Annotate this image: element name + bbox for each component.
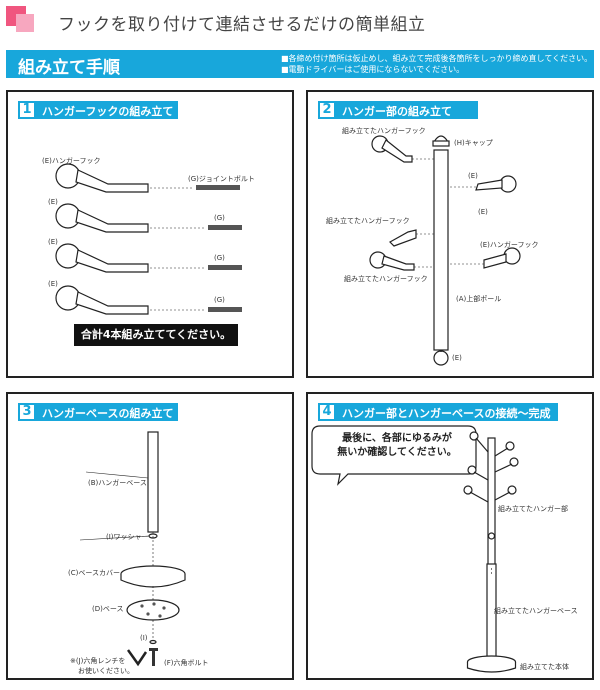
hanger-base-diagram xyxy=(79,431,186,667)
hanger-hook-label: (E)ハンガーフック xyxy=(480,241,539,249)
total-note: 合計4本組み立ててください。 xyxy=(74,324,238,346)
step-1-number: 1 xyxy=(18,101,36,119)
hanger-assembly-diagram xyxy=(369,135,521,366)
bolt-label-g: (G) xyxy=(214,214,225,222)
step-2-number: 2 xyxy=(318,101,336,119)
step-4-panel: 4 ハンガー部とハンガーベースの接続～完成 最後に、各部にゆるみが 無いか確認し… xyxy=(306,392,594,680)
bolt-label-g: (G) xyxy=(214,254,225,262)
base-cover-label: (C)ベースカバー xyxy=(68,569,120,577)
hex-bolt-label: (F)六角ボルト xyxy=(164,659,209,667)
hanger-base-label: (B)ハンガーベース xyxy=(88,479,147,487)
hook-label-e: (E) xyxy=(452,354,462,362)
completed-hanger xyxy=(463,431,519,673)
decorative-square-light xyxy=(16,14,34,32)
wrench-note-2: お使いください。 xyxy=(78,667,134,675)
step-3-title: ハンガーベースの組み立て xyxy=(42,407,174,420)
bubble-line-2: 無いか確認してください。 xyxy=(337,447,457,458)
step-2-header: 2 ハンガー部の組み立て xyxy=(318,101,478,119)
hook-label-e: (E) xyxy=(468,172,478,180)
wrench-note-1: ※(J)六角レンチを xyxy=(70,657,126,665)
top-title-bar: フックを取り付けて連結させるだけの簡単組立 xyxy=(0,0,600,44)
step-1-title: ハンガーフックの組み立て xyxy=(42,105,174,118)
washer-label: (I)ワッシャー xyxy=(106,533,149,541)
step-4-title: ハンガー部とハンガーベースの接続～完成 xyxy=(342,407,551,420)
washer-lower-label: (I) xyxy=(140,634,148,642)
joint-bolt-label: (G)ジョイントボルト xyxy=(188,175,255,183)
hook-label-e: (E) xyxy=(48,238,58,246)
step-2-title: ハンガー部の組み立て xyxy=(342,105,452,118)
section-banner: 組み立て手順 ■各締め付け箇所は仮止めし、組み立て完成後各箇所をしっかり締め直し… xyxy=(6,50,594,78)
cap-rim xyxy=(432,140,450,147)
hook-label-e: (E) xyxy=(48,280,58,288)
step-1-header: 1 ハンガーフックの組み立て xyxy=(18,101,178,119)
joint-bolts xyxy=(196,185,242,312)
step-1-panel: 1 ハンガーフックの組み立て (E)ハンガーフック (G)ジョイントボルト (E… xyxy=(6,90,294,378)
page-title: フックを取り付けて連結させるだけの簡単組立 xyxy=(58,15,426,35)
step-4-header: 4 ハンガー部とハンガーベースの接続～完成 xyxy=(318,403,558,421)
hanger-hook-diagram xyxy=(55,163,242,315)
banner-notes: ■各締め付け箇所は仮止めし、組み立て完成後各箇所をしっかり締め直してください。 … xyxy=(281,53,592,75)
assembled-hanger-label: 組み立てたハンガー部 xyxy=(498,505,568,513)
step-3-header: 3 ハンガーベースの組み立て xyxy=(18,403,178,421)
step-3-panel: 3 ハンガーベースの組み立て (B)ハンガーベース (I)ワッシャー (C)ベー… xyxy=(6,392,294,680)
hanger-base-pole xyxy=(147,431,159,533)
assembled-hook-label: 組み立てたハンガーフック xyxy=(344,275,428,283)
banner-note-1: ■各締め付け箇所は仮止めし、組み立て完成後各箇所をしっかり締め直してください。 xyxy=(281,54,593,63)
assembled-hook-label: 組み立てたハンガーフック xyxy=(326,217,410,225)
speech-bubble xyxy=(311,425,477,486)
hook-mid-left xyxy=(389,229,417,247)
hook-1 xyxy=(55,163,149,193)
cap-label: (H)キャップ xyxy=(454,139,493,147)
step-4-number: 4 xyxy=(318,403,336,421)
banner-note-2: ■電動ドライバーはご使用にならないでください。 xyxy=(281,65,465,74)
hook-upper-left xyxy=(371,135,413,163)
step-2-panel: 2 ハンガー部の組み立て 組み立てたハンガーフック (H)キャップ (E) (E… xyxy=(306,90,594,378)
base-cover-side xyxy=(120,574,186,588)
hook-label: (E)ハンガーフック xyxy=(42,157,101,165)
hook-lower-left xyxy=(369,251,415,271)
hook-2 xyxy=(55,203,149,233)
bottom-hook-ball xyxy=(433,350,449,366)
assembled-base-label: 組み立てたハンガーベース xyxy=(494,607,578,615)
hook-4 xyxy=(55,285,149,315)
upper-pole-label: (A)上部ポール xyxy=(456,295,502,303)
check-loose-note: 最後に、各部にゆるみが 無いか確認してください。 xyxy=(322,432,472,460)
final-assembly-diagram xyxy=(311,425,519,673)
hex-wrench-icon xyxy=(126,649,148,667)
hex-bolt xyxy=(149,648,158,666)
bolt-label-g: (G) xyxy=(214,296,225,304)
banner-title: 組み立て手順 xyxy=(18,58,120,78)
hook-lower-right xyxy=(483,247,521,269)
hook-3 xyxy=(55,243,149,273)
assembled-body-label: 組み立てた本体 xyxy=(520,663,569,671)
upper-pole xyxy=(433,149,449,351)
bubble-line-1: 最後に、各部にゆるみが xyxy=(342,433,452,444)
base-label: (D)ベース xyxy=(92,605,124,613)
hook-right-1 xyxy=(475,175,517,193)
hook-label-e: (E) xyxy=(478,208,488,216)
step-3-number: 3 xyxy=(18,403,36,421)
assembled-hook-label: 組み立てたハンガーフック xyxy=(342,127,426,135)
washer-lower xyxy=(149,639,157,645)
base-holes xyxy=(140,602,166,618)
hook-label-e: (E) xyxy=(48,198,58,206)
